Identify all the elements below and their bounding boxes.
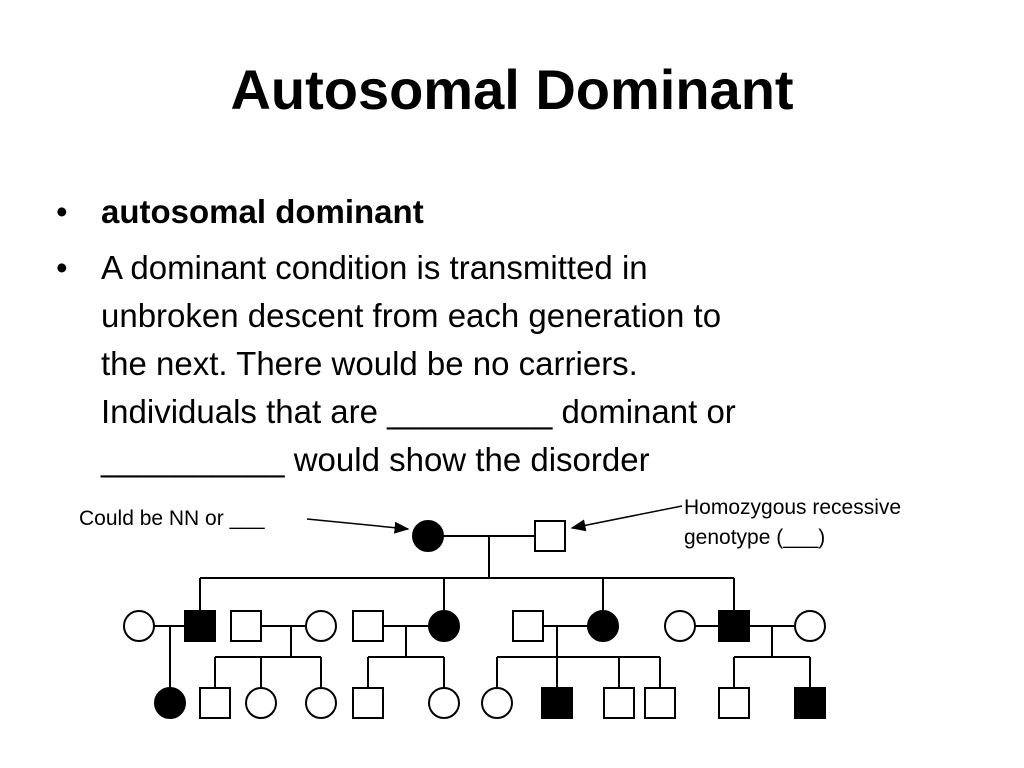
callout-right-arrow <box>570 505 683 532</box>
gen3-individual-female-unaffected <box>305 687 337 719</box>
gen2-individual-female-affected <box>428 610 460 642</box>
gen2-individual-female-unaffected <box>305 610 337 642</box>
gen2-individual-female-unaffected <box>123 610 155 642</box>
callout-right: Homozygous recessive genotype (___) <box>684 496 902 549</box>
gen3-individual-female-unaffected <box>428 687 460 719</box>
gen3-individual-female-unaffected <box>481 687 513 719</box>
gen3-individual-female-affected <box>154 687 186 719</box>
bullet-item: • A dominant condition is transmitted in… <box>56 244 936 484</box>
gen3-individual-male-unaffected <box>352 687 384 719</box>
gen2-individual-male-unaffected <box>230 610 262 642</box>
gen3-individual-male-affected <box>794 687 826 719</box>
gen1-individual-female-affected <box>412 520 444 552</box>
gen3-individual-male-unaffected <box>603 687 635 719</box>
gen1-individual-male-unaffected <box>534 520 566 552</box>
gen2-individual-male-affected <box>718 610 750 642</box>
callout-left: Could be NN or ___ <box>79 507 265 530</box>
bullet-item: • autosomal dominant <box>56 188 936 236</box>
gen2-individual-female-unaffected <box>794 610 826 642</box>
gen3-individual-male-unaffected <box>718 687 750 719</box>
gen2-individual-female-unaffected <box>664 610 696 642</box>
callout-left-arrow <box>306 518 410 534</box>
bullet-marker: • <box>56 249 68 286</box>
gen3-individual-male-unaffected <box>644 687 676 719</box>
bullet-list: • autosomal dominant • A dominant condit… <box>56 188 936 492</box>
gen3-individual-male-affected <box>541 687 573 719</box>
bullet-text: autosomal dominant <box>101 193 424 230</box>
slide-title: Autosomal Dominant <box>230 58 794 121</box>
gen2-individual-male-unaffected <box>512 610 544 642</box>
bullet-text: A dominant condition is transmitted in u… <box>101 249 736 478</box>
gen3-individual-male-unaffected <box>199 687 231 719</box>
bullet-marker: • <box>56 193 68 230</box>
gen3-individual-female-unaffected <box>245 687 277 719</box>
gen2-individual-female-affected <box>587 610 619 642</box>
gen2-individual-male-affected <box>184 610 216 642</box>
gen2-individual-male-unaffected <box>352 610 384 642</box>
